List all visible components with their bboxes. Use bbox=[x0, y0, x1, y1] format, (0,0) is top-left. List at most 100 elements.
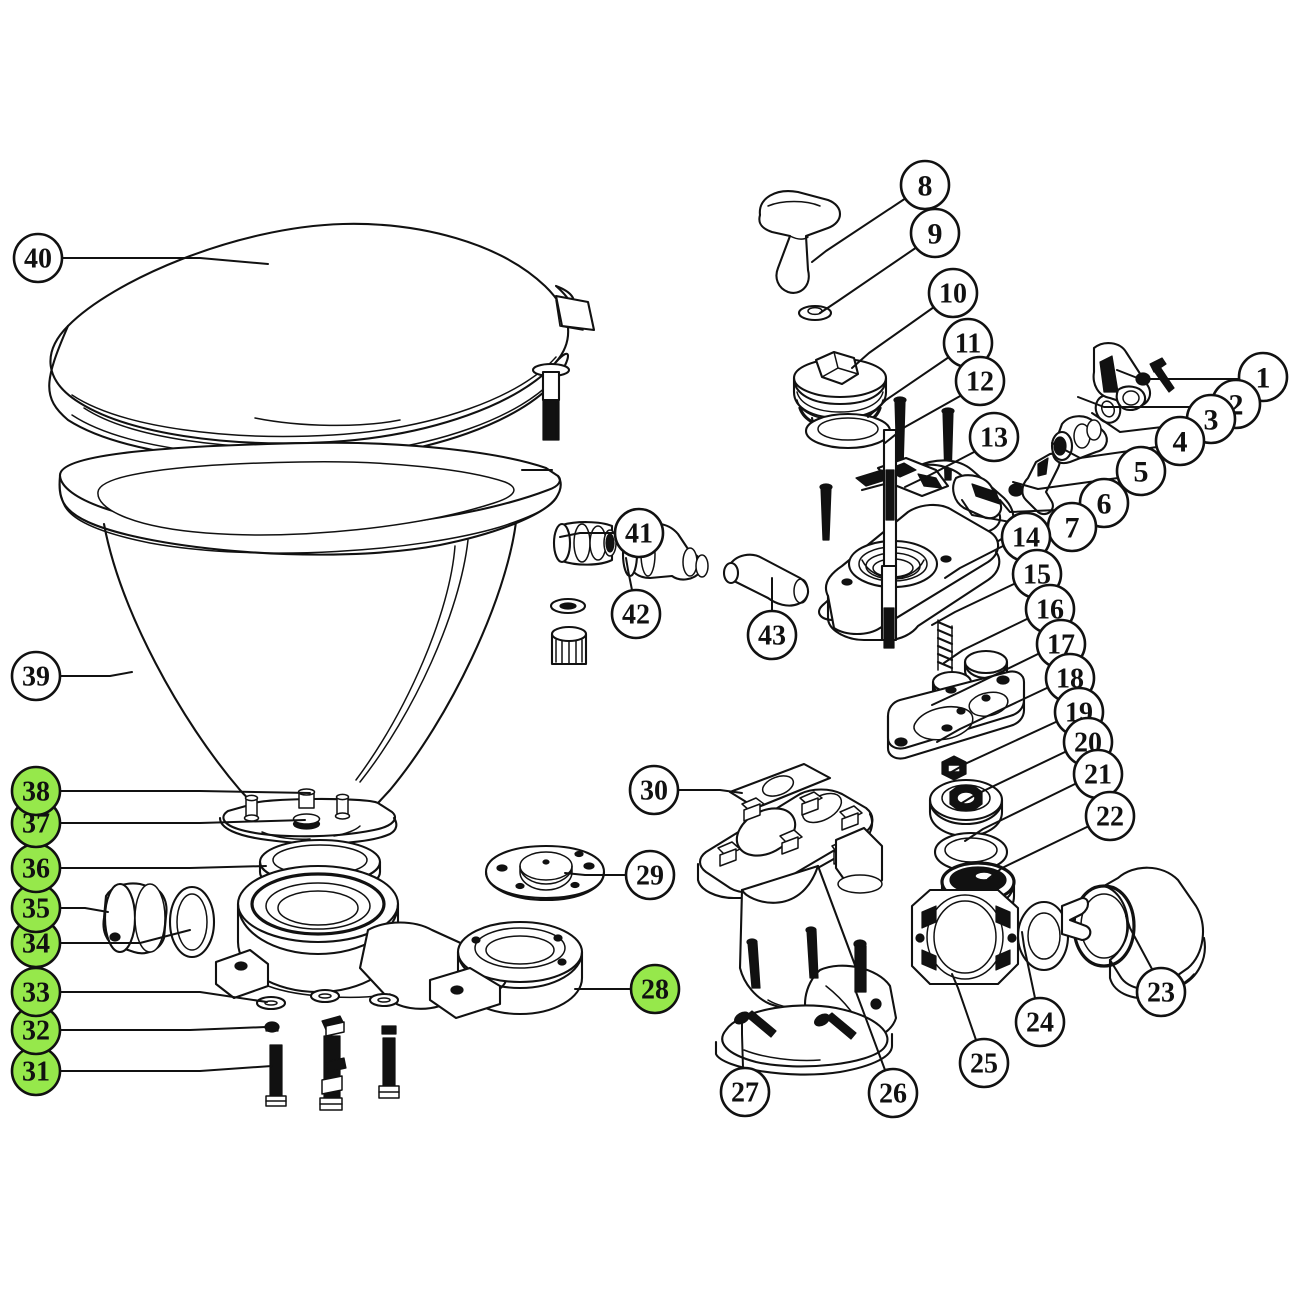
callout-41-label: 41 bbox=[625, 519, 653, 550]
leader-line-35 bbox=[59, 907, 109, 913]
callout-33-label: 33 bbox=[22, 978, 50, 1009]
part-pump-seal-washer bbox=[1016, 896, 1092, 972]
callout-10-circle[interactable] bbox=[927, 267, 979, 319]
callout-38-label: 38 bbox=[22, 777, 50, 808]
callout-41[interactable]: 41 bbox=[613, 507, 665, 559]
callout-34-label: 34 bbox=[22, 929, 50, 960]
callout-31[interactable]: 31 bbox=[10, 1045, 62, 1097]
callout-5[interactable]: 5 bbox=[1115, 445, 1167, 497]
callout-14-label: 14 bbox=[1012, 523, 1040, 554]
callout-10[interactable]: 10 bbox=[927, 267, 979, 319]
callout-10-label: 10 bbox=[939, 279, 967, 310]
callout-42-circle[interactable] bbox=[610, 588, 662, 640]
callout-25-circle[interactable] bbox=[958, 1037, 1010, 1089]
callout-6[interactable]: 6 bbox=[1078, 477, 1130, 529]
callout-26-circle[interactable] bbox=[867, 1067, 919, 1119]
callout-35[interactable]: 35 bbox=[10, 882, 62, 934]
callout-4[interactable]: 4 bbox=[1154, 415, 1206, 467]
part-valve-cover-plate bbox=[484, 844, 606, 902]
callout-28-label: 28 bbox=[641, 975, 669, 1006]
callout-43[interactable]: 43 bbox=[746, 609, 798, 661]
leader-line-41 bbox=[559, 532, 616, 538]
callout-11[interactable]: 11 bbox=[942, 317, 994, 369]
callout-12-circle[interactable] bbox=[954, 355, 1006, 407]
callout-38-circle[interactable] bbox=[10, 765, 62, 817]
leader-line-31 bbox=[59, 1065, 273, 1072]
callout-13-circle[interactable] bbox=[968, 411, 1020, 463]
callout-26[interactable]: 26 bbox=[867, 1067, 919, 1119]
callout-31-label: 31 bbox=[22, 1057, 50, 1088]
callout-39[interactable]: 39 bbox=[10, 650, 62, 702]
callout-39-circle[interactable] bbox=[10, 650, 62, 702]
leader-line-27 bbox=[741, 1022, 744, 1069]
leader-line-42 bbox=[625, 557, 633, 591]
callout-34[interactable]: 34 bbox=[10, 917, 62, 969]
part-discharge-flange-seal bbox=[910, 888, 1020, 986]
callout-6-label: 6 bbox=[1097, 488, 1112, 521]
callout-22-circle[interactable] bbox=[1084, 790, 1136, 842]
callout-13-label: 13 bbox=[980, 423, 1008, 454]
part-valve-plate bbox=[886, 670, 1026, 760]
callout-43-circle[interactable] bbox=[746, 609, 798, 661]
leader-line-1 bbox=[1116, 369, 1240, 380]
leader-line-17 bbox=[931, 652, 1041, 706]
callout-9-circle[interactable] bbox=[909, 207, 961, 259]
callout-27-circle[interactable] bbox=[719, 1066, 771, 1118]
callout-25[interactable]: 25 bbox=[958, 1037, 1010, 1089]
callout-29[interactable]: 29 bbox=[624, 849, 676, 901]
part-joker-valve bbox=[102, 882, 216, 959]
leader-line-40 bbox=[61, 257, 269, 265]
callout-40[interactable]: 40 bbox=[12, 232, 64, 284]
callout-7[interactable]: 7 bbox=[1046, 501, 1098, 553]
callout-4-circle[interactable] bbox=[1154, 415, 1206, 467]
callout-33[interactable]: 33 bbox=[10, 966, 62, 1018]
callout-8[interactable]: 8 bbox=[899, 159, 951, 211]
callout-21[interactable]: 21 bbox=[1072, 748, 1124, 800]
leader-line-38 bbox=[59, 790, 311, 794]
part-base-bolts bbox=[264, 1015, 400, 1111]
callout-24-circle[interactable] bbox=[1014, 996, 1066, 1048]
callout-24[interactable]: 24 bbox=[1014, 996, 1066, 1048]
callout-8-circle[interactable] bbox=[899, 159, 951, 211]
callout-12[interactable]: 12 bbox=[954, 355, 1006, 407]
callout-30-circle[interactable] bbox=[628, 764, 680, 816]
callout-13[interactable]: 13 bbox=[968, 411, 1020, 463]
leader-line-29 bbox=[564, 872, 627, 876]
callout-30[interactable]: 30 bbox=[628, 764, 680, 816]
leader-line-11 bbox=[867, 356, 950, 418]
callout-24-label: 24 bbox=[1026, 1008, 1054, 1039]
callout-28[interactable]: 28 bbox=[629, 963, 681, 1015]
callout-42[interactable]: 42 bbox=[610, 588, 662, 640]
callout-23-label: 23 bbox=[1147, 978, 1175, 1009]
part-pump-cylinder-assembly bbox=[696, 788, 898, 1076]
callout-41-circle[interactable] bbox=[613, 507, 665, 559]
part-pump-top-gasket bbox=[728, 762, 832, 810]
callout-23-circle[interactable] bbox=[1135, 966, 1187, 1018]
callout-35-label: 35 bbox=[22, 894, 50, 925]
callout-3-label: 3 bbox=[1204, 404, 1219, 437]
callout-9[interactable]: 9 bbox=[909, 207, 961, 259]
callout-27[interactable]: 27 bbox=[719, 1066, 771, 1118]
callout-11-label: 11 bbox=[955, 329, 981, 360]
callout-21-label: 21 bbox=[1084, 760, 1112, 791]
callout-38[interactable]: 38 bbox=[10, 765, 62, 817]
callout-36[interactable]: 36 bbox=[10, 842, 62, 894]
callout-27-label: 27 bbox=[731, 1078, 759, 1109]
callout-40-circle[interactable] bbox=[12, 232, 64, 284]
callout-5-circle[interactable] bbox=[1115, 445, 1167, 497]
callout-42-label: 42 bbox=[622, 600, 650, 631]
callout-30-label: 30 bbox=[640, 776, 668, 807]
callout-32[interactable]: 32 bbox=[10, 1004, 62, 1056]
leader-line-22 bbox=[987, 825, 1090, 880]
callout-22-label: 22 bbox=[1096, 802, 1124, 833]
callout-22[interactable]: 22 bbox=[1084, 790, 1136, 842]
callout-8-label: 8 bbox=[918, 170, 933, 203]
callout-39-label: 39 bbox=[22, 662, 50, 693]
leader-line-34 bbox=[59, 929, 191, 944]
part-piston-lock-nut bbox=[941, 755, 967, 781]
callout-23[interactable]: 23 bbox=[1135, 966, 1187, 1018]
callout-29-circle[interactable] bbox=[624, 849, 676, 901]
callout-28-circle[interactable] bbox=[629, 963, 681, 1015]
callout-leader-lines bbox=[59, 197, 1240, 1072]
